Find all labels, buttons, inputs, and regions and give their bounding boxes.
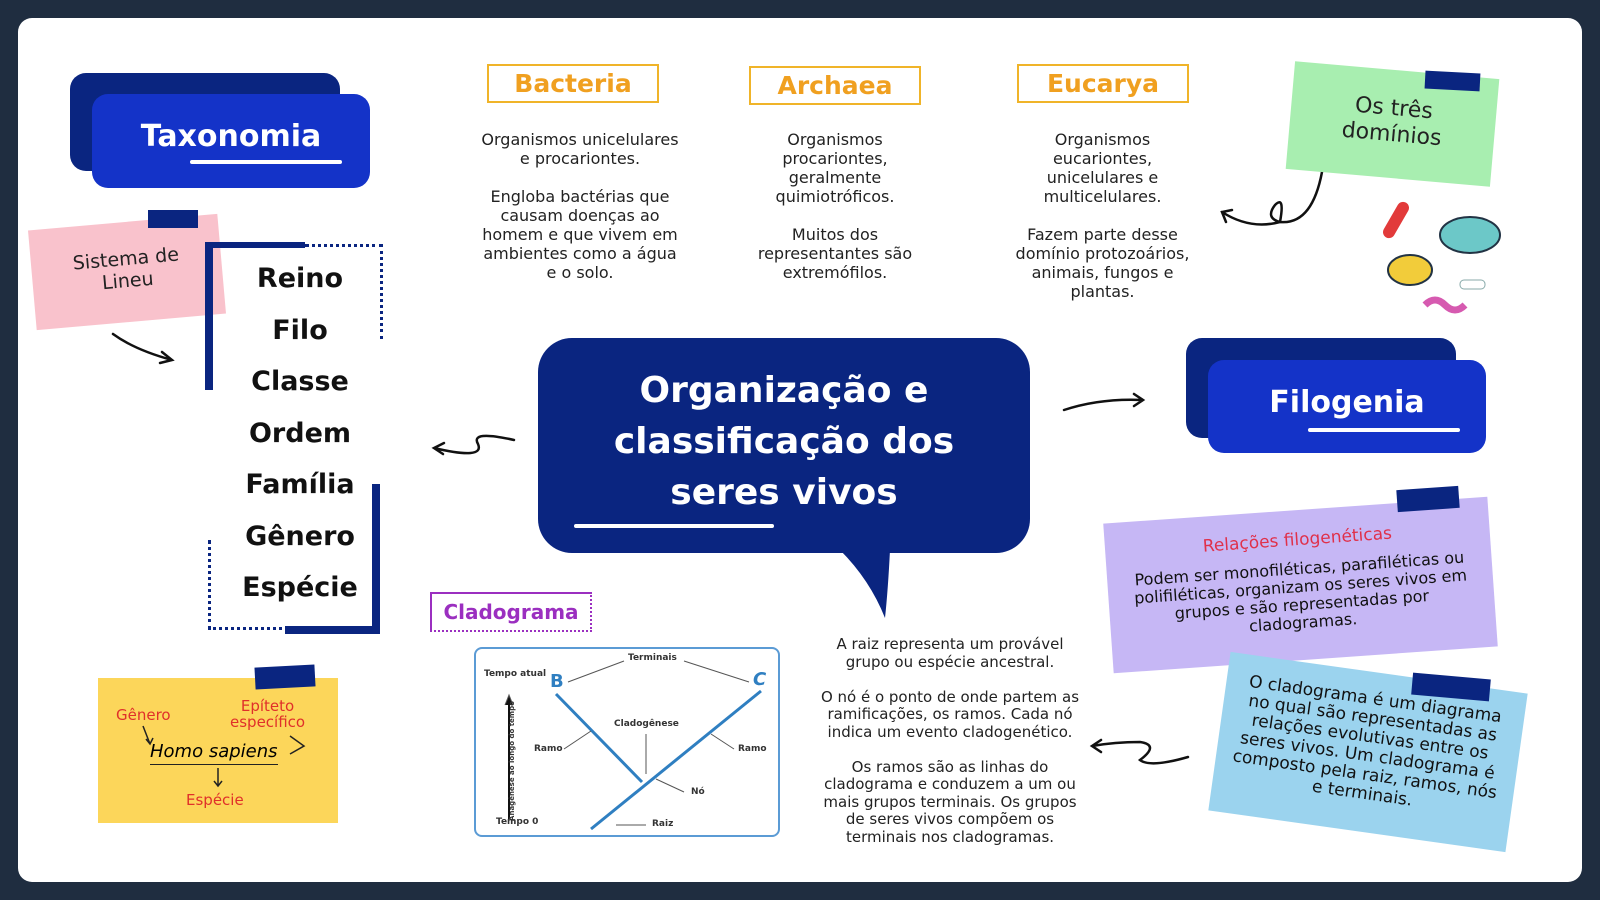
bacterium-icon: [1422, 296, 1468, 314]
ramo-label: Ramo: [534, 744, 563, 754]
tempo-atual-label: Tempo atual: [484, 669, 547, 679]
bracket: [205, 242, 213, 390]
underline: [190, 160, 342, 164]
dotted-bracket: [305, 244, 383, 339]
tape: [1424, 70, 1481, 92]
central-title-line: Organização e: [639, 370, 929, 411]
tempo-0-label: Tempo 0: [496, 817, 539, 827]
genero-label: Gênero: [116, 706, 171, 724]
underline: [574, 524, 774, 528]
rank-filo: Filo: [272, 315, 328, 346]
central-title-line: seres vivos: [670, 472, 898, 513]
terminais-label: Terminais: [628, 653, 677, 663]
rank-reino: Reino: [256, 263, 344, 294]
cladograma-title: Cladograma: [430, 592, 592, 632]
domain-archaea-title: Archaea: [749, 66, 921, 105]
dotted-bracket: [208, 540, 288, 630]
curly-arrow-icon: [1220, 170, 1324, 226]
exemplo-note: Gênero Epíteto específico Homo sapiens E…: [98, 678, 338, 823]
raiz-label: Raiz: [652, 819, 674, 829]
rank-ordem: Ordem: [248, 418, 352, 449]
microbes-illustration: [1383, 201, 1501, 314]
domain-bacteria-title: Bacteria: [487, 64, 659, 103]
tape: [148, 210, 198, 228]
underline: [1308, 428, 1460, 432]
cladograma-figure: Tempo atual Tempo 0 Anagênese ao longo d…: [474, 647, 780, 837]
taxonomia-title: Taxonomia: [92, 94, 370, 188]
rank-classe: Classe: [251, 366, 349, 397]
branch-b: [554, 692, 644, 784]
bacterium-icon: [1439, 216, 1501, 254]
relacoes-note: Relações filogenéticas Podem ser monofil…: [1103, 496, 1498, 674]
bracket: [205, 242, 305, 248]
rank-genero: Gênero: [245, 521, 355, 552]
ramo-label: Ramo: [738, 744, 767, 754]
bacterium-icon: [1383, 201, 1409, 239]
arrow-icon: [111, 332, 175, 365]
tape: [1396, 485, 1460, 513]
domain-eucarya-title: Eucarya: [1017, 64, 1189, 103]
arrow-icon: [1062, 392, 1146, 412]
epiteto-label: Epíteto específico: [230, 697, 306, 731]
terminal-c: C: [753, 669, 767, 690]
tape: [254, 664, 316, 690]
no-label: Nó: [691, 787, 705, 797]
branch-c: [590, 689, 762, 831]
domain-archaea-text: Organismos procariontes, geralmente quim…: [757, 130, 913, 282]
speech-tail: [840, 550, 890, 618]
exemplo-arrows: [142, 725, 306, 788]
arrow-icon: [431, 434, 516, 456]
rank-familia: Família: [245, 469, 355, 500]
central-title-line: classificação dos: [613, 421, 955, 462]
homo-sapiens-label: Homo sapiens: [150, 741, 278, 765]
eixo-label: Anagênese ao longo do tempo: [508, 701, 516, 821]
terminal-b: B: [550, 671, 564, 692]
domain-bacteria-text: Organismos unicelulares e procariontes. …: [481, 130, 679, 282]
cladogenese-label: Cladogênese: [614, 719, 679, 729]
bracket: [372, 484, 380, 634]
bracket: [285, 626, 380, 634]
domain-eucarya-text: Organismos eucariontes, unicelulares e m…: [1015, 130, 1190, 301]
bacterium-icon: [1387, 254, 1433, 286]
bacterium-icon: [1459, 279, 1486, 290]
central-topic: Organização e classificação dos seres vi…: [538, 338, 1030, 553]
rank-especie: Espécie: [242, 572, 358, 603]
especie-label: Espécie: [186, 791, 244, 809]
cladogram-lines: [504, 660, 762, 831]
filogenia-title: Filogenia: [1208, 360, 1486, 453]
cladograma-explicacao: A raiz representa um provável grupo ou e…: [820, 635, 1080, 846]
arrow-icon: [1089, 738, 1190, 765]
